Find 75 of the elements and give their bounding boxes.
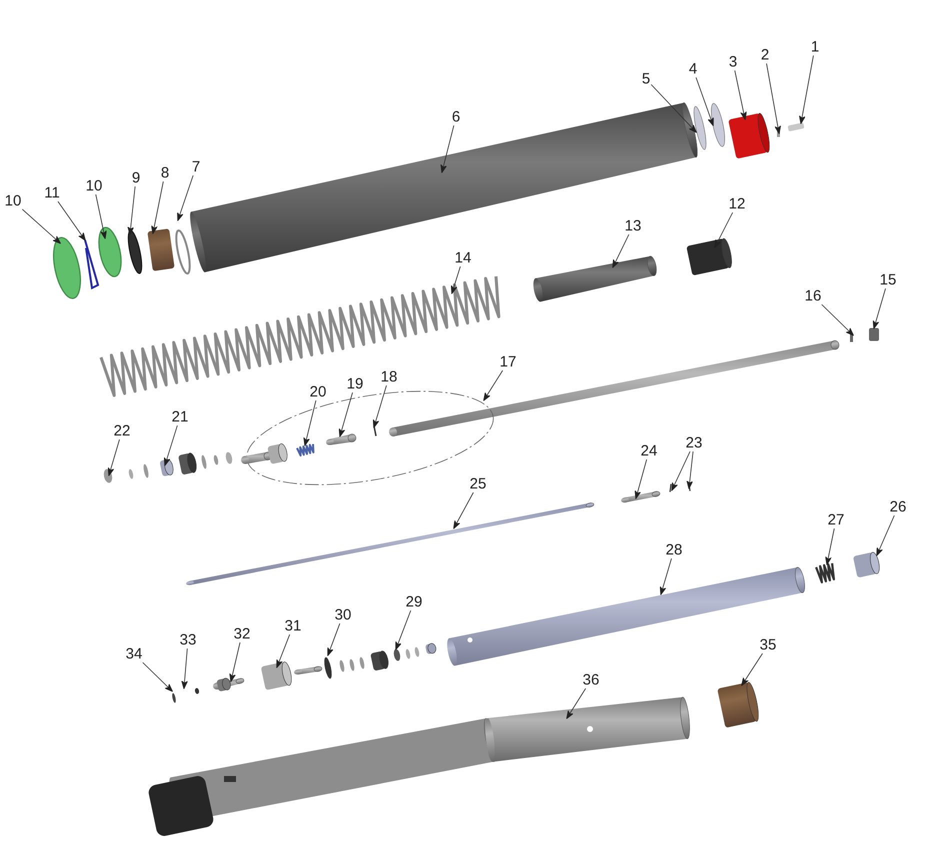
leader-line: [450, 266, 461, 294]
callout-number: 28: [664, 542, 684, 558]
leader-line: [440, 125, 454, 174]
callout-number: 22: [112, 422, 132, 440]
leader-line: [164, 425, 178, 466]
callout-number: 12: [728, 196, 746, 212]
leader-line: [181, 648, 188, 690]
leader-line: [338, 392, 353, 438]
callout-number: 6: [450, 108, 462, 126]
callout-number: 5: [640, 70, 652, 88]
callout-number: 15: [878, 272, 898, 288]
leader-line: [108, 439, 120, 476]
leader-line: [766, 63, 782, 134]
callout-number: 19: [346, 376, 364, 392]
leader-line: [127, 186, 136, 236]
leader-line: [566, 688, 586, 720]
callout-number: 8: [160, 164, 170, 182]
leader-line: [650, 84, 697, 134]
leader-line: [303, 400, 316, 446]
callout-number: 31: [284, 618, 302, 634]
leader-line: [151, 181, 164, 234]
leader-line: [372, 385, 387, 428]
leader-line: [453, 492, 474, 530]
leader-line: [95, 194, 107, 240]
callout-number: 9: [130, 170, 142, 186]
leader-line: [741, 653, 763, 686]
callout-number: 24: [640, 442, 658, 460]
callout-number: 16: [804, 288, 822, 304]
callout-number: 17: [498, 354, 518, 370]
callout-number: 21: [170, 408, 190, 426]
callout-number: 7: [190, 158, 202, 176]
callout-number: 26: [888, 498, 908, 516]
callout-number: 36: [582, 672, 600, 688]
leader-line: [22, 208, 62, 244]
leader-line: [799, 55, 814, 124]
callout-number: 20: [308, 384, 328, 400]
leader-line: [327, 623, 340, 656]
leader-line: [58, 201, 86, 242]
callout-number: 25: [468, 476, 488, 492]
callout-number: 23: [684, 434, 704, 452]
leader-line: [177, 175, 194, 222]
callout-number: 34: [124, 646, 144, 662]
callout-number: 29: [404, 594, 424, 610]
callout-number: 3: [728, 54, 738, 70]
callout-number: 32: [232, 626, 252, 642]
callout-number: 18: [380, 368, 398, 386]
callout-number: 11: [43, 184, 61, 202]
leader-line: [483, 370, 504, 402]
leader-line: [395, 610, 412, 650]
leader-line: [821, 304, 854, 336]
leader-line: [876, 515, 895, 556]
leader-line: [229, 642, 240, 682]
leader-line: [686, 451, 694, 490]
callout-number: 35: [758, 636, 778, 654]
callout-number: 30: [334, 606, 352, 624]
callout-number: 13: [624, 218, 642, 234]
callout-number: 1: [810, 38, 820, 56]
leader-line: [142, 662, 174, 692]
callout-number: 2: [760, 46, 770, 64]
leader-line: [276, 634, 290, 668]
leader-line: [671, 451, 690, 492]
leader-line: [696, 77, 714, 126]
leader-line: [660, 558, 672, 596]
callout-number: 4: [688, 60, 698, 78]
leader-line: [872, 288, 886, 330]
leader-line: [634, 459, 648, 500]
callout-number: 10: [84, 178, 104, 194]
callout-number: 27: [826, 512, 846, 528]
leader-line: [734, 70, 747, 120]
leader-line: [612, 234, 630, 268]
callout-number: 10: [4, 192, 22, 210]
leader-line: [714, 212, 734, 248]
callout-number: 14: [454, 250, 472, 266]
leader-line: [825, 528, 835, 566]
callout-number: 33: [178, 632, 198, 648]
